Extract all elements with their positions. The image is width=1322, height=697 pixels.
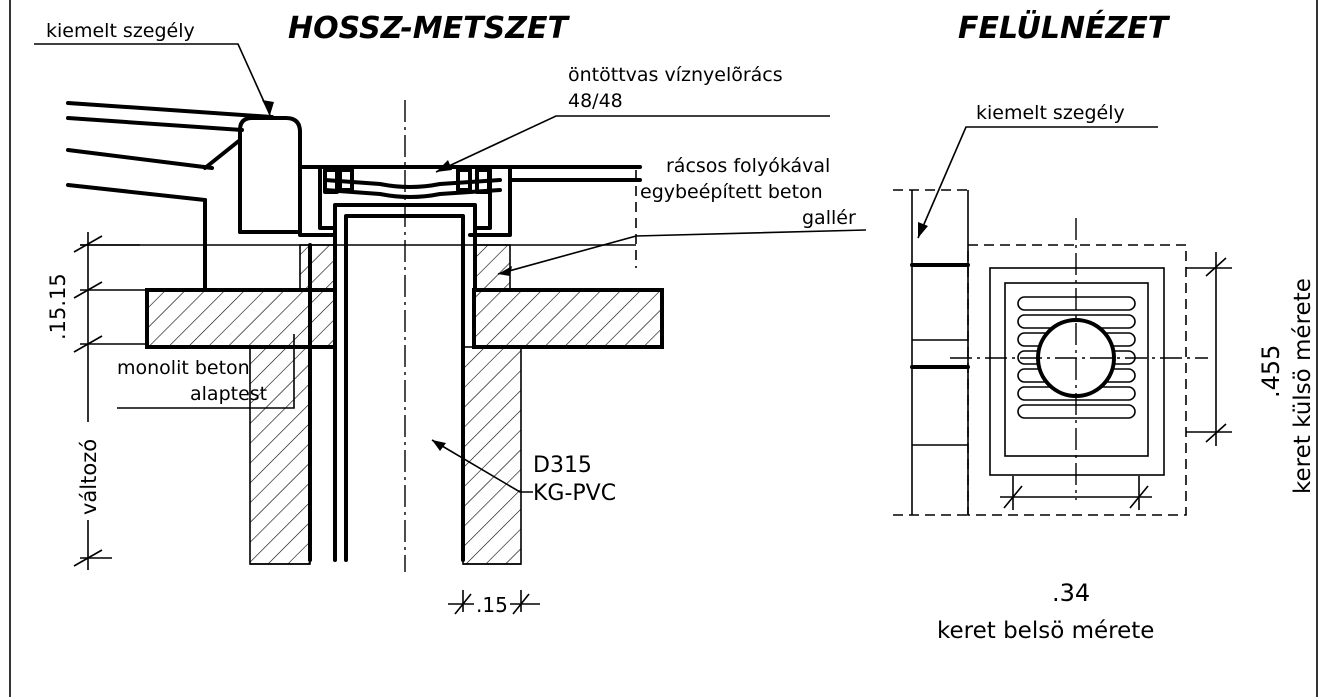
curb-leader — [34, 43, 271, 116]
grate-label-group: öntöttvas víznyelõrács 48/48 — [435, 64, 830, 173]
plan-inner-dimension: .34 keret belsö mérete — [937, 476, 1154, 644]
collar-leader — [497, 229, 867, 275]
base-slab-right — [472, 288, 664, 349]
plan-outer-frame — [967, 244, 1187, 516]
plan-outer-caption: keret külsö mérete — [1290, 278, 1316, 494]
collar-label-2: egybeépített beton — [640, 181, 823, 203]
collar-label-1: rácsos folyókával — [666, 155, 830, 177]
section-title: HOSSZ-METSZET — [288, 11, 570, 46]
plan-inner-value: .34 — [1052, 579, 1090, 607]
pipe-label-1: D315 — [533, 453, 592, 478]
plan-inner-frame — [989, 267, 1165, 476]
plan-curb — [893, 189, 970, 516]
curb-label-group: kiemelt szegély — [34, 20, 274, 116]
pipe — [308, 203, 477, 562]
plan-view: FELÜLNÉZET kiemelt szegély — [893, 9, 1316, 644]
grate-label-2: 48/48 — [568, 90, 623, 112]
drawing-frame — [9, 0, 1318, 697]
curb-stone — [238, 116, 302, 234]
plan-outer-dimension: .455 keret külsö mérete — [1186, 252, 1316, 494]
pipe-leader — [431, 439, 533, 493]
wall-dimension: .15 — [448, 590, 540, 617]
grate-leader-arrow — [436, 160, 452, 172]
base-slab-left — [145, 288, 337, 349]
collar-right — [473, 244, 511, 291]
plan-title: FELÜLNÉZET — [958, 9, 1171, 46]
vertical-dimension: .15.15 változó — [46, 232, 147, 570]
plan-curb-label-group: kiemelt szegély — [917, 102, 1158, 239]
wall-dim-label: .15 — [476, 593, 508, 617]
collar-left — [299, 244, 336, 291]
base-leader — [117, 334, 295, 409]
plan-curb-label: kiemelt szegély — [976, 102, 1125, 124]
curb-leader-arrow — [262, 100, 274, 115]
pipe-label-group: D315 KG-PVC — [431, 439, 616, 506]
road-layers — [66, 101, 274, 292]
pipe-label-2: KG-PVC — [533, 481, 616, 506]
section-view: HOSSZ-METSZET kiemelt szegély — [34, 11, 867, 617]
plan-outer-value: .455 — [1257, 345, 1285, 398]
pipe-wall-right — [462, 346, 522, 565]
plan-curb-arrow — [918, 222, 928, 238]
pipe-wall-left — [249, 346, 311, 565]
plan-curb-leader — [917, 126, 1158, 239]
collar-label-3: gallér — [802, 207, 856, 229]
dim-top-label: .15.15 — [46, 273, 70, 340]
base-label-1: monolit beton — [117, 357, 250, 379]
base-label-group: monolit beton alaptest — [117, 334, 295, 409]
base-label-2: alaptest — [190, 383, 267, 405]
grate-assembly — [298, 165, 642, 237]
curb-label: kiemelt szegély — [46, 20, 195, 42]
dim-variable-label: változó — [77, 439, 101, 515]
pipe-leader-arrow — [432, 440, 446, 451]
plan-inner-caption: keret belsö mérete — [937, 618, 1154, 644]
collar-label-group: rácsos folyókával egybeépített beton gal… — [497, 155, 867, 276]
grate-label-1: öntöttvas víznyelõrács — [568, 64, 783, 86]
grate-leader — [435, 115, 830, 173]
